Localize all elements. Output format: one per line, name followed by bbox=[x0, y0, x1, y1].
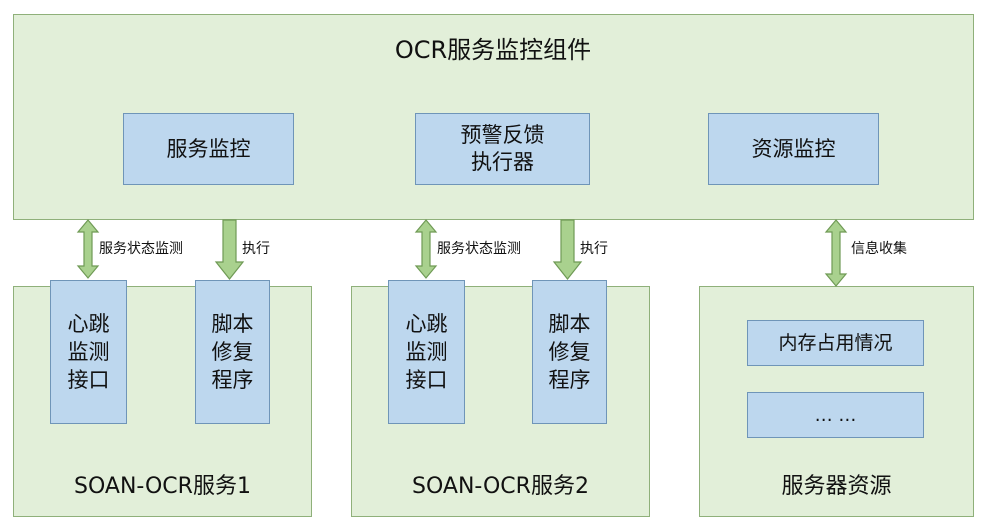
double-arrow-icon bbox=[76, 219, 100, 279]
resource-monitor-box: 资源监控 bbox=[708, 113, 879, 185]
resource-monitor-label: 资源监控 bbox=[751, 136, 836, 161]
server-resources-title: 服务器资源 bbox=[781, 474, 892, 499]
double-arrow-icon bbox=[824, 219, 848, 287]
repair-script-1: 脚本 修复 程序 bbox=[195, 280, 270, 424]
service-2-title: SOAN-OCR服务2 bbox=[412, 474, 589, 499]
more-items-label: … … bbox=[814, 404, 857, 426]
repair-line: 修复 bbox=[211, 340, 254, 364]
heartbeat-interface-2: 心跳 监测 接口 bbox=[388, 280, 465, 424]
repair-line: 脚本 bbox=[211, 312, 254, 336]
heartbeat-line: 监测 bbox=[405, 340, 448, 364]
execute-label-1: 执行 bbox=[242, 241, 270, 257]
double-arrow-icon bbox=[414, 219, 438, 279]
repair-line: 程序 bbox=[548, 368, 591, 392]
execute-label-2: 执行 bbox=[580, 241, 608, 257]
alert-executor-label: 预警反馈 执行器 bbox=[460, 123, 545, 174]
repair-script-2: 脚本 修复 程序 bbox=[532, 280, 607, 424]
repair-line: 修复 bbox=[548, 340, 591, 364]
alert-executor-box: 预警反馈 执行器 bbox=[415, 113, 590, 185]
memory-usage-label: 内存占用情况 bbox=[778, 331, 893, 354]
heartbeat-line: 接口 bbox=[67, 368, 110, 392]
heartbeat-line: 心跳 bbox=[67, 312, 110, 336]
info-collect-label: 信息收集 bbox=[851, 241, 907, 257]
repair-line: 程序 bbox=[211, 368, 254, 392]
heartbeat-line: 监测 bbox=[67, 340, 110, 364]
more-items-box: … … bbox=[747, 392, 924, 438]
status-monitor-label-1: 服务状态监测 bbox=[99, 241, 183, 257]
service-1-title: SOAN-OCR服务1 bbox=[74, 474, 251, 499]
repair-line: 脚本 bbox=[548, 312, 591, 336]
heartbeat-line: 接口 bbox=[405, 368, 448, 392]
down-arrow-icon bbox=[214, 219, 245, 280]
heartbeat-interface-1: 心跳 监测 接口 bbox=[50, 280, 127, 424]
ocr-monitor-title: OCR服务监控组件 bbox=[394, 36, 592, 64]
service-monitor-box: 服务监控 bbox=[123, 113, 294, 185]
memory-usage-box: 内存占用情况 bbox=[747, 320, 924, 366]
status-monitor-label-2: 服务状态监测 bbox=[437, 241, 521, 257]
down-arrow-icon bbox=[552, 219, 583, 280]
heartbeat-line: 心跳 bbox=[405, 312, 448, 336]
service-monitor-label: 服务监控 bbox=[166, 136, 251, 161]
